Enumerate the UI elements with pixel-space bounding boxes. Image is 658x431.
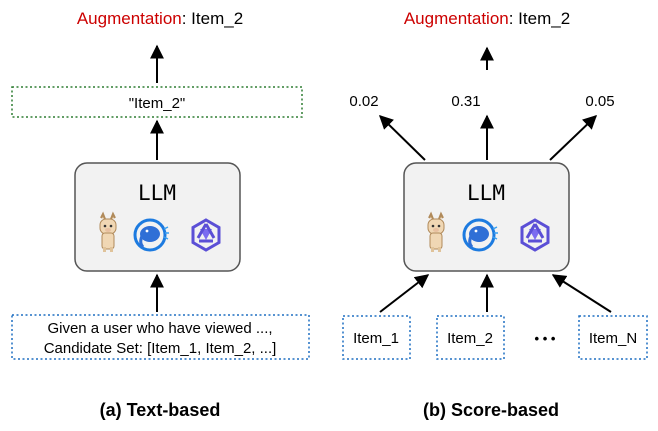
- left-prompt-line2: Candidate Set: [Item_1, Item_2, ...]: [44, 340, 277, 357]
- right-llm-box: [403, 162, 570, 272]
- right-item-label-1: Item_1: [353, 330, 399, 347]
- left-caption: (a) Text-based: [100, 400, 221, 420]
- right-arrow-score-1: [378, 115, 426, 161]
- right-arrow-itemN-to-llm: [551, 274, 612, 313]
- right-item-box-1: [342, 315, 411, 360]
- right-ellipsis: • • •: [535, 331, 556, 346]
- right-augmentation-label: Augmentation: [404, 9, 509, 28]
- right-item-box-n: [578, 315, 648, 360]
- right-augmentation-value: : Item_2: [509, 9, 570, 28]
- left-output-text: Augmentation: Item_2: [77, 9, 243, 28]
- right-score-3: 0.05: [585, 93, 614, 110]
- right-item-label-n: Item_N: [589, 330, 637, 347]
- left-prompt-box: [11, 314, 310, 360]
- left-augmentation-value: : Item_2: [182, 9, 243, 28]
- left-llm-label: LLM: [138, 181, 176, 205]
- right-score-1: 0.02: [349, 93, 378, 110]
- right-llama-icon: [427, 213, 445, 253]
- right-llm-label: LLM: [467, 181, 505, 205]
- right-arrow-score-3: [549, 115, 598, 161]
- left-augmentation-label: Augmentation: [77, 9, 182, 28]
- right-item-box-2: [436, 315, 505, 360]
- left-llm-box: [74, 162, 241, 272]
- right-caption: (b) Score-based: [423, 400, 559, 420]
- right-output-text: Augmentation: Item_2: [404, 9, 570, 28]
- left-result-box: [11, 86, 303, 118]
- left-result-text: "Item_2": [129, 95, 186, 112]
- right-arrow-item1-to-llm: [379, 274, 430, 313]
- left-llama-icon: [99, 213, 117, 253]
- right-item-label-2: Item_2: [447, 330, 493, 347]
- right-score-2: 0.31: [451, 93, 480, 110]
- left-prompt-line1: Given a user who have viewed ...,: [47, 320, 272, 337]
